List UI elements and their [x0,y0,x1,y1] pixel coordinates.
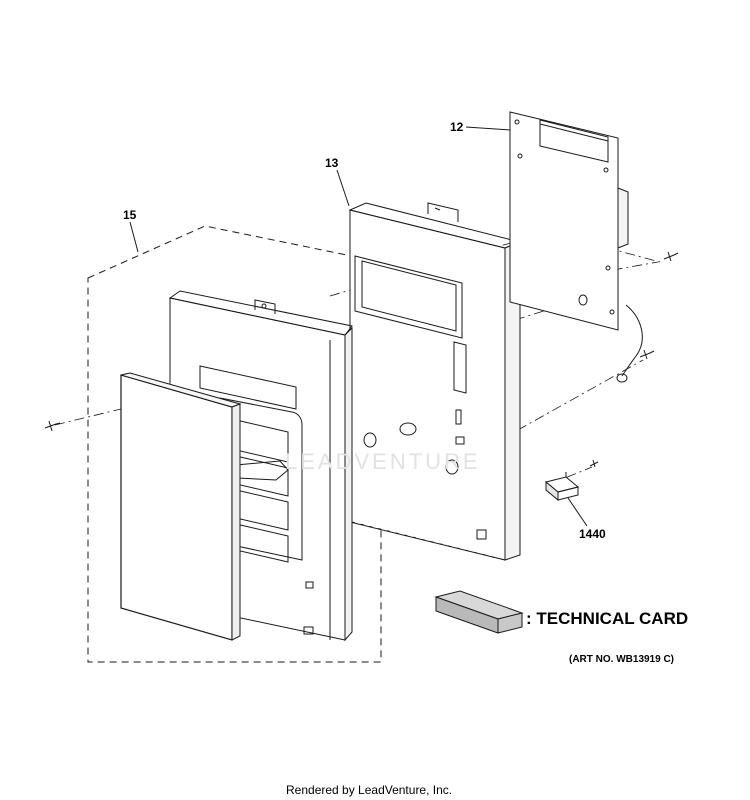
callout-15: 15 [123,208,137,222]
left-screw [44,420,61,432]
technical-card-icon [434,590,524,634]
callout-leaders [129,126,588,527]
technical-card-label: : TECHNICAL CARD [526,609,689,628]
part-12-circuit-board [509,111,643,383]
part-13-control-panel-frame [348,202,522,561]
board-mounting-screws [589,251,679,468]
watermark: LEADVENTURE [285,449,481,474]
callout-1440: 1440 [579,527,606,541]
art-number: (ART NO. WB13919 C) [569,654,675,665]
callout-12: 12 [450,120,464,134]
callout-13: 13 [325,156,339,170]
footer-credit: Rendered by LeadVenture, Inc. [286,783,453,797]
part-1440-component [544,472,580,502]
part-15-front-cover [120,372,242,641]
